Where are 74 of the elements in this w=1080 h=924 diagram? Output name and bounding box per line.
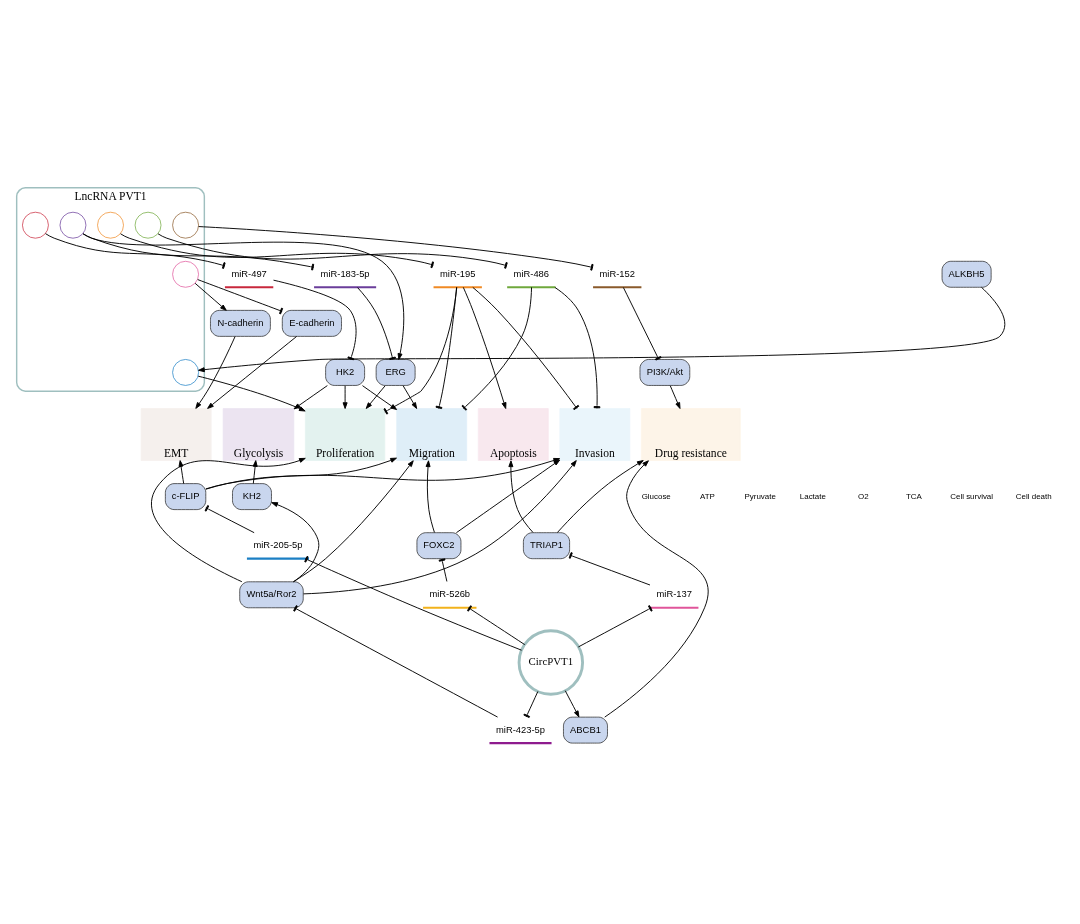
connector: [204, 504, 255, 533]
connector: [157, 232, 508, 269]
arrow: [508, 459, 534, 533]
node-box: Apoptosis: [477, 407, 549, 461]
node-text: miR-152: [599, 268, 635, 279]
connector: [438, 557, 448, 582]
arrow: [207, 335, 298, 409]
arrow: [342, 384, 348, 409]
label: TCA: [905, 491, 922, 501]
connector: [383, 286, 458, 415]
connector: [197, 278, 284, 314]
arrow: [194, 282, 227, 311]
node-text: miR-423-5p: [496, 724, 545, 735]
arrow: [425, 459, 435, 533]
node-circle: [134, 211, 162, 239]
connector: [198, 225, 594, 271]
node-text: miR-195: [439, 268, 476, 279]
label: Pyruvate: [744, 491, 776, 501]
arrow: [293, 384, 328, 409]
arrow: [178, 459, 185, 484]
connector: [120, 232, 435, 268]
arrow: [462, 286, 507, 409]
arrow: [271, 501, 320, 582]
label: ATP: [700, 491, 715, 501]
node-box: HK2: [325, 358, 365, 386]
connector: [577, 604, 653, 647]
label: Cell death: [1015, 491, 1052, 501]
connector: [435, 286, 458, 409]
connector: [523, 690, 539, 718]
node-box: FOXC2: [416, 531, 462, 559]
connector: [45, 232, 226, 269]
arrow: [197, 375, 306, 411]
connector: [293, 604, 499, 718]
label: O2: [858, 491, 869, 501]
node-box: Drug resistance: [641, 407, 741, 461]
arrow: [365, 384, 386, 409]
node-text: miR-486: [513, 268, 550, 279]
connector: [622, 286, 662, 361]
connector: [461, 286, 532, 411]
label: Lactate: [799, 491, 826, 501]
node-box: KH2: [232, 482, 272, 510]
node-box: TRIAP1: [523, 531, 570, 559]
node-circle: [172, 260, 199, 288]
node-box: ABCB1: [563, 716, 608, 743]
arrow: [669, 384, 681, 409]
node-box: Glycolysis: [222, 407, 295, 461]
node-box: EMT: [140, 407, 212, 461]
node-text: miR-497: [231, 268, 267, 279]
node-text: miR-205-5p: [253, 539, 303, 550]
node-text: miR-137: [656, 588, 692, 599]
arrow: [402, 384, 418, 409]
arrow: [604, 459, 709, 718]
node-text: miR-183-5p: [320, 268, 370, 279]
node-box: N-cadherin: [210, 309, 271, 337]
connector: [466, 604, 526, 645]
node-box: ALKBH5: [941, 260, 992, 288]
label: Cell survival: [950, 491, 994, 501]
node-circle: [172, 358, 199, 386]
node-circle: CircPVT1: [517, 628, 585, 696]
connector: [472, 286, 580, 410]
label: Glucose: [641, 491, 671, 501]
node-circle: [22, 211, 49, 239]
node-circle: [97, 211, 124, 239]
arrow: [198, 286, 1006, 372]
connector: [568, 551, 651, 585]
node-box: PI3K/Akt: [639, 358, 691, 386]
arrow: [195, 335, 236, 409]
connector: [304, 555, 522, 651]
node-text: miR-526b: [429, 588, 471, 599]
arrow: [362, 384, 398, 410]
arrow: [564, 689, 580, 717]
node-circle: [59, 211, 87, 239]
node-circle: [172, 211, 199, 239]
arrow: [556, 459, 644, 533]
